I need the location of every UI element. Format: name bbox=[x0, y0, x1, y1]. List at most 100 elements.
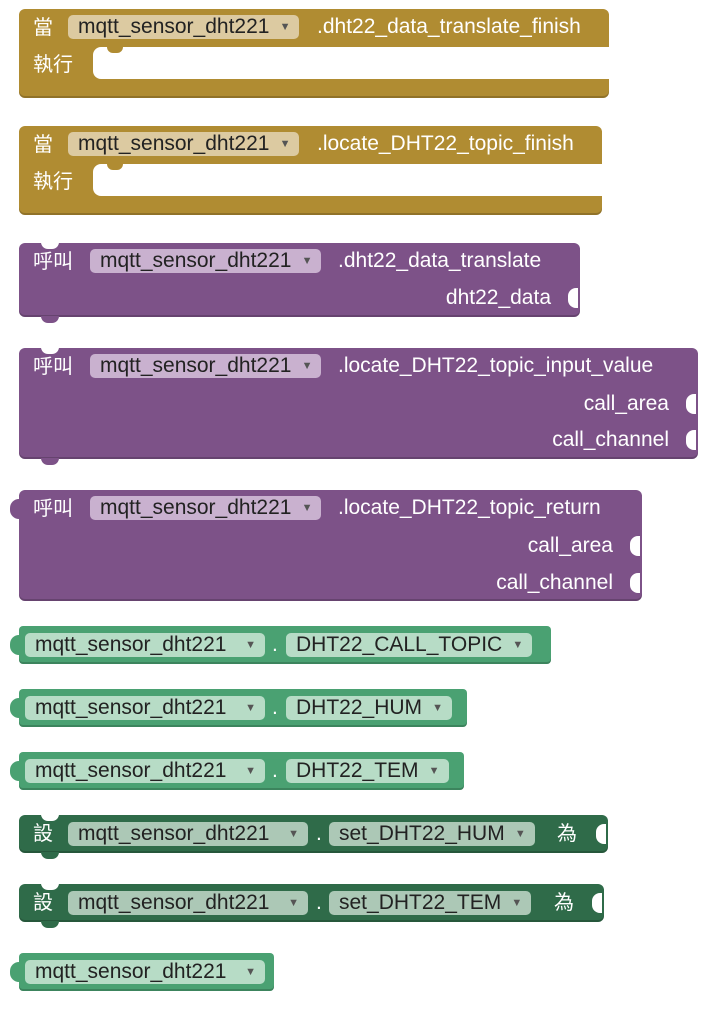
top-notch bbox=[41, 347, 59, 354]
component-name: mqtt_sensor_dht221 bbox=[100, 354, 292, 377]
dropdown-arrow-icon: ▼ bbox=[245, 765, 256, 777]
output-plug bbox=[10, 698, 20, 718]
property-name: set_DHT22_TEM bbox=[339, 891, 502, 914]
dropdown-arrow-icon: ▼ bbox=[511, 897, 523, 909]
dot-separator: . bbox=[316, 822, 322, 845]
arg-label-call-area: call_area bbox=[527, 534, 613, 557]
output-plug bbox=[10, 761, 20, 781]
top-notch bbox=[41, 814, 59, 821]
value-socket[interactable] bbox=[596, 824, 606, 844]
do-statement-slot[interactable] bbox=[93, 46, 609, 79]
dropdown-arrow-icon: ▼ bbox=[514, 828, 526, 840]
next-statement-tab bbox=[41, 316, 59, 323]
property-name: DHT22_HUM bbox=[296, 696, 423, 719]
dropdown-arrow-icon: ▼ bbox=[245, 966, 256, 978]
slot-notch bbox=[107, 46, 123, 53]
property-dropdown[interactable]: DHT22_HUM ▼ bbox=[286, 696, 453, 720]
dropdown-arrow-icon: ▼ bbox=[288, 897, 299, 909]
arg-socket-call-area[interactable] bbox=[686, 394, 696, 414]
property-dropdown[interactable]: DHT22_CALL_TOPIC ▼ bbox=[286, 633, 533, 657]
property-name: DHT22_TEM bbox=[296, 759, 419, 782]
when-keyword: 當 bbox=[33, 15, 53, 39]
arg-label-dht22-data: dht22_data bbox=[445, 286, 551, 309]
dropdown-arrow-icon: ▼ bbox=[279, 138, 291, 150]
arg-label-call-area: call_area bbox=[583, 392, 669, 415]
component-dropdown[interactable]: mqtt_sensor_dht221 ▼ bbox=[68, 15, 300, 39]
dropdown-arrow-icon: ▼ bbox=[279, 21, 291, 33]
output-plug bbox=[10, 962, 20, 982]
dropdown-arrow-icon: ▼ bbox=[245, 702, 256, 714]
dot-separator: . bbox=[272, 696, 278, 719]
component-dropdown[interactable]: mqtt_sensor_dht221 ▼ bbox=[25, 696, 265, 720]
dropdown-arrow-icon: ▼ bbox=[428, 765, 440, 777]
when-keyword: 當 bbox=[33, 132, 53, 156]
dropdown-arrow-icon: ▼ bbox=[301, 360, 313, 372]
arg-label-call-channel: call_channel bbox=[496, 571, 613, 594]
component-dropdown[interactable]: mqtt_sensor_dht221 ▼ bbox=[25, 633, 265, 657]
component-dropdown[interactable]: mqtt_sensor_dht221 ▼ bbox=[25, 759, 265, 783]
call-keyword: 呼叫 bbox=[33, 249, 73, 273]
top-notch bbox=[41, 242, 59, 249]
dropdown-arrow-icon: ▼ bbox=[288, 828, 299, 840]
dropdown-arrow-icon: ▼ bbox=[432, 702, 444, 714]
dot-separator: . bbox=[272, 759, 278, 782]
component-dropdown[interactable]: mqtt_sensor_dht221 ▼ bbox=[90, 249, 322, 273]
do-keyword: 執行 bbox=[33, 52, 73, 76]
call-keyword: 呼叫 bbox=[33, 496, 73, 520]
component-dropdown[interactable]: mqtt_sensor_dht221 ▼ bbox=[90, 354, 322, 378]
value-socket[interactable] bbox=[592, 893, 602, 913]
component-name: mqtt_sensor_dht221 bbox=[78, 132, 270, 155]
component-dropdown[interactable]: mqtt_sensor_dht221 ▼ bbox=[25, 960, 265, 984]
arg-socket-call-channel[interactable] bbox=[630, 573, 640, 593]
getter-block-dht22-call-topic[interactable]: mqtt_sensor_dht221 ▼ . DHT22_CALL_TOPIC … bbox=[10, 626, 551, 664]
property-name: DHT22_CALL_TOPIC bbox=[296, 633, 503, 656]
property-dropdown[interactable]: DHT22_TEM ▼ bbox=[286, 759, 449, 783]
dropdown-arrow-icon: ▼ bbox=[301, 255, 313, 267]
next-statement-tab bbox=[41, 458, 59, 465]
to-keyword: 為 bbox=[557, 821, 577, 845]
procedure-name: .locate_DHT22_topic_return bbox=[338, 496, 601, 519]
component-name: mqtt_sensor_dht221 bbox=[35, 759, 227, 782]
arg-socket-call-channel[interactable] bbox=[686, 430, 696, 450]
component-name: mqtt_sensor_dht221 bbox=[35, 696, 227, 719]
to-keyword: 為 bbox=[554, 890, 574, 914]
call-block-locate-dht22-topic-input-value[interactable]: 呼叫 mqtt_sensor_dht221 ▼ .locate_DHT22_to… bbox=[19, 347, 698, 465]
dropdown-arrow-icon: ▼ bbox=[301, 502, 313, 514]
getter-block-dht22-hum[interactable]: mqtt_sensor_dht221 ▼ . DHT22_HUM ▼ bbox=[10, 689, 467, 727]
arg-label-call-channel: call_channel bbox=[552, 428, 669, 451]
property-dropdown[interactable]: set_DHT22_HUM ▼ bbox=[329, 822, 535, 846]
procedure-name: .locate_DHT22_topic_input_value bbox=[338, 354, 654, 377]
output-plug bbox=[10, 635, 20, 655]
event-block-dht22-data-translate-finish[interactable]: 當 mqtt_sensor_dht221 ▼ .dht22_data_trans… bbox=[19, 9, 609, 98]
component-name: mqtt_sensor_dht221 bbox=[35, 633, 227, 656]
event-block-locate-dht22-topic-finish[interactable]: 當 mqtt_sensor_dht221 ▼ .locate_DHT22_top… bbox=[19, 126, 602, 215]
call-block-locate-dht22-topic-return[interactable]: 呼叫 mqtt_sensor_dht221 ▼ .locate_DHT22_to… bbox=[10, 490, 642, 601]
arg-socket-dht22-data[interactable] bbox=[568, 288, 578, 308]
component-dropdown[interactable]: mqtt_sensor_dht221 ▼ bbox=[68, 891, 308, 915]
slot-notch bbox=[107, 163, 123, 170]
call-keyword: 呼叫 bbox=[33, 354, 73, 378]
component-dropdown[interactable]: mqtt_sensor_dht221 ▼ bbox=[90, 496, 322, 520]
component-dropdown[interactable]: mqtt_sensor_dht221 ▼ bbox=[68, 132, 300, 156]
do-keyword: 執行 bbox=[33, 169, 73, 193]
call-block-dht22-data-translate[interactable]: 呼叫 mqtt_sensor_dht221 ▼ .dht22_data_tran… bbox=[19, 242, 580, 323]
output-plug bbox=[10, 499, 20, 519]
setter-block-set-dht22-hum[interactable]: 設 mqtt_sensor_dht221 ▼ . set_DHT22_HUM ▼… bbox=[19, 814, 608, 859]
component-name: mqtt_sensor_dht221 bbox=[78, 822, 270, 845]
getter-block-dht22-tem[interactable]: mqtt_sensor_dht221 ▼ . DHT22_TEM ▼ bbox=[10, 752, 464, 790]
component-name: mqtt_sensor_dht221 bbox=[100, 249, 292, 272]
next-statement-tab bbox=[41, 852, 59, 859]
component-name: mqtt_sensor_dht221 bbox=[100, 496, 292, 519]
component-block[interactable]: mqtt_sensor_dht221 ▼ bbox=[10, 953, 274, 991]
component-dropdown[interactable]: mqtt_sensor_dht221 ▼ bbox=[68, 822, 308, 846]
setter-block-set-dht22-tem[interactable]: 設 mqtt_sensor_dht221 ▼ . set_DHT22_TEM ▼… bbox=[19, 883, 604, 928]
next-statement-tab bbox=[41, 921, 59, 928]
arg-socket-call-area[interactable] bbox=[630, 536, 640, 556]
property-dropdown[interactable]: set_DHT22_TEM ▼ bbox=[329, 891, 532, 915]
set-keyword: 設 bbox=[33, 821, 53, 845]
dropdown-arrow-icon: ▼ bbox=[245, 639, 256, 651]
event-name: .locate_DHT22_topic_finish bbox=[317, 132, 574, 155]
do-statement-slot[interactable] bbox=[93, 163, 602, 196]
component-name: mqtt_sensor_dht221 bbox=[78, 891, 270, 914]
top-notch bbox=[41, 883, 59, 890]
